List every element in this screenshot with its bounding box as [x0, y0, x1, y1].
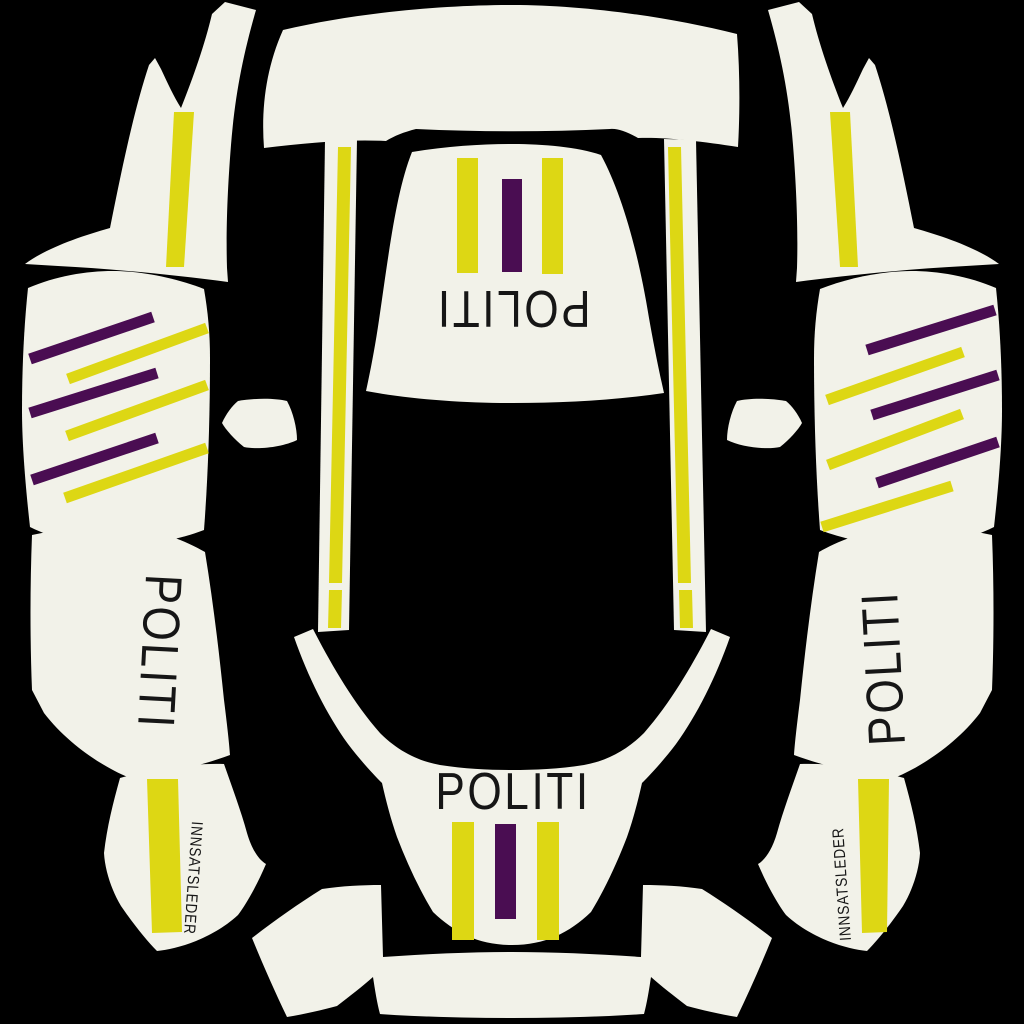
tailgate-stripe-purple: [495, 824, 516, 919]
door-right-stripe-purple-2: [870, 369, 1000, 421]
a-pillar-left-stripe-yellow: [166, 112, 194, 267]
door-right-stripe-purple-3: [875, 436, 1000, 489]
door-right-stripe-yellow-1: [825, 346, 965, 406]
sill-right-stripe-yellow-lower: [679, 590, 693, 628]
tailgate-politi-text: POLITI: [435, 763, 591, 821]
hood-politi-text: POLITI: [435, 279, 591, 337]
sill-left-stripe-yellow-lower: [328, 590, 342, 628]
tailgate-stripe-yellow-1: [452, 822, 474, 940]
door-left-stripe-purple-1: [28, 311, 155, 365]
sill-right-stripe-yellow-upper: [668, 147, 691, 583]
a-pillar-right-panel: [768, 2, 999, 282]
door-right-stripe-yellow-2: [826, 408, 964, 471]
door-left-stripe-yellow-3: [63, 442, 209, 504]
hood-stripe-yellow-1: [457, 158, 478, 273]
rear-door-left-panel: [30, 526, 230, 779]
door-right-stripe-yellow-3: [820, 480, 954, 533]
rear-door-right-panel: [794, 526, 994, 779]
a-pillar-left-panel: [25, 2, 256, 282]
windshield-panel: [263, 5, 740, 148]
mirror-left-panel: [222, 398, 297, 449]
hood-stripe-yellow-2: [542, 158, 563, 274]
left-side-politi-text: POLITI: [125, 572, 193, 732]
door-left-stripe-yellow-1: [66, 322, 209, 385]
hood-panel: [366, 144, 664, 403]
fender-left-stripe-yellow: [147, 779, 182, 933]
door-right-stripe-purple-1: [865, 304, 997, 356]
fender-right-stripe-yellow: [858, 779, 889, 933]
hood-stripe-purple: [502, 179, 522, 272]
tailgate-panel: [294, 629, 730, 945]
a-pillar-right-stripe-yellow: [830, 112, 858, 267]
tailgate-stripe-yellow-2: [537, 822, 559, 940]
rear-bumper-panel: [252, 885, 772, 1018]
mirror-right-panel: [727, 398, 802, 449]
right-side-politi-text: POLITI: [850, 588, 918, 748]
fender-left-panel: [104, 763, 266, 951]
door-left-stripe-yellow-2: [65, 379, 209, 442]
door-left-stripe-purple-2: [28, 367, 159, 419]
sill-left-stripe-yellow-upper: [329, 147, 351, 583]
door-left-stripe-purple-3: [30, 432, 159, 486]
